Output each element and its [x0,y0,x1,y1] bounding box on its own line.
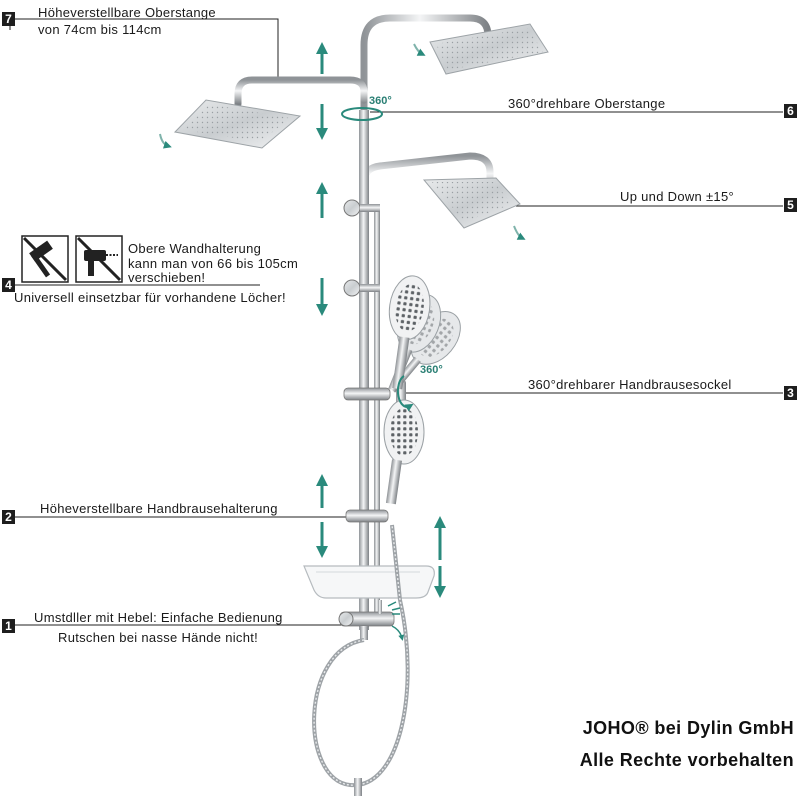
brand-line-1: JOHO® bei Dylin GmbH [582,718,794,738]
feature-badge-2: 2 [2,510,15,524]
feature-4-line-2: kann man von 66 bis 105cm [128,256,299,271]
feature-4-line-4: Universell einsetzbar für vorhandene Löc… [14,290,286,305]
tilt-arrow-icon [159,43,526,240]
feature-4-line-3: verschieben! [128,270,206,285]
up-down-arrow-icon [316,42,446,598]
feature-2-title: Höheverstellbare Handbrausehalterung [40,501,278,516]
feature-1-line-2: Rutschen bei nasse Hände nicht! [58,630,259,645]
feature-badge-1: 1 [2,619,15,633]
height-holder [345,509,389,523]
hand-shower [383,399,425,505]
drill-crossed-icon [75,235,123,283]
feature-7-detail: von 74cm bis 114cm [38,22,162,37]
diverter-valve [338,600,395,640]
feature-4-line-1: Obere Wandhalterung [128,241,262,256]
left-shower-arm [173,76,368,149]
feature-7-title: Höheverstellbare Oberstange [38,5,216,20]
hammer-crossed-icon [21,235,69,283]
hand-shower-fan [388,275,461,393]
slide-bar [374,205,380,625]
brand-line-2: Alle Rechte vorbehalten [579,750,794,770]
rotation-label-top: 360° [369,95,392,107]
water-spray-icon [387,601,405,641]
feature-badge-3: 3 [784,386,797,400]
wall-bracket-lower [343,279,380,297]
feature-1-line-1: Umstdller mit Hebel: Einfache Bedienung [34,610,283,625]
rotation-label-holder: 360° [420,364,443,376]
feature-3-title: 360°drehbarer Handbrausesockel [528,377,732,392]
leader-lines [9,18,783,626]
feature-6-title: 360°drehbare Oberstange [508,96,666,111]
shower-shelf [303,565,435,599]
feature-5-title: Up und Down ±15° [620,189,734,204]
wall-bracket-upper [343,199,380,217]
feature-badge-5: 5 [784,198,797,212]
rotate-arrow-icon [341,107,414,412]
feature-badge-4: 4 [2,278,15,292]
middle-shower-arm [360,152,521,229]
feature-badge-6: 6 [784,104,797,118]
riser-pipe [359,110,369,630]
upper-shower-arm [360,14,549,274]
feature-badge-7: 7 [2,12,15,26]
